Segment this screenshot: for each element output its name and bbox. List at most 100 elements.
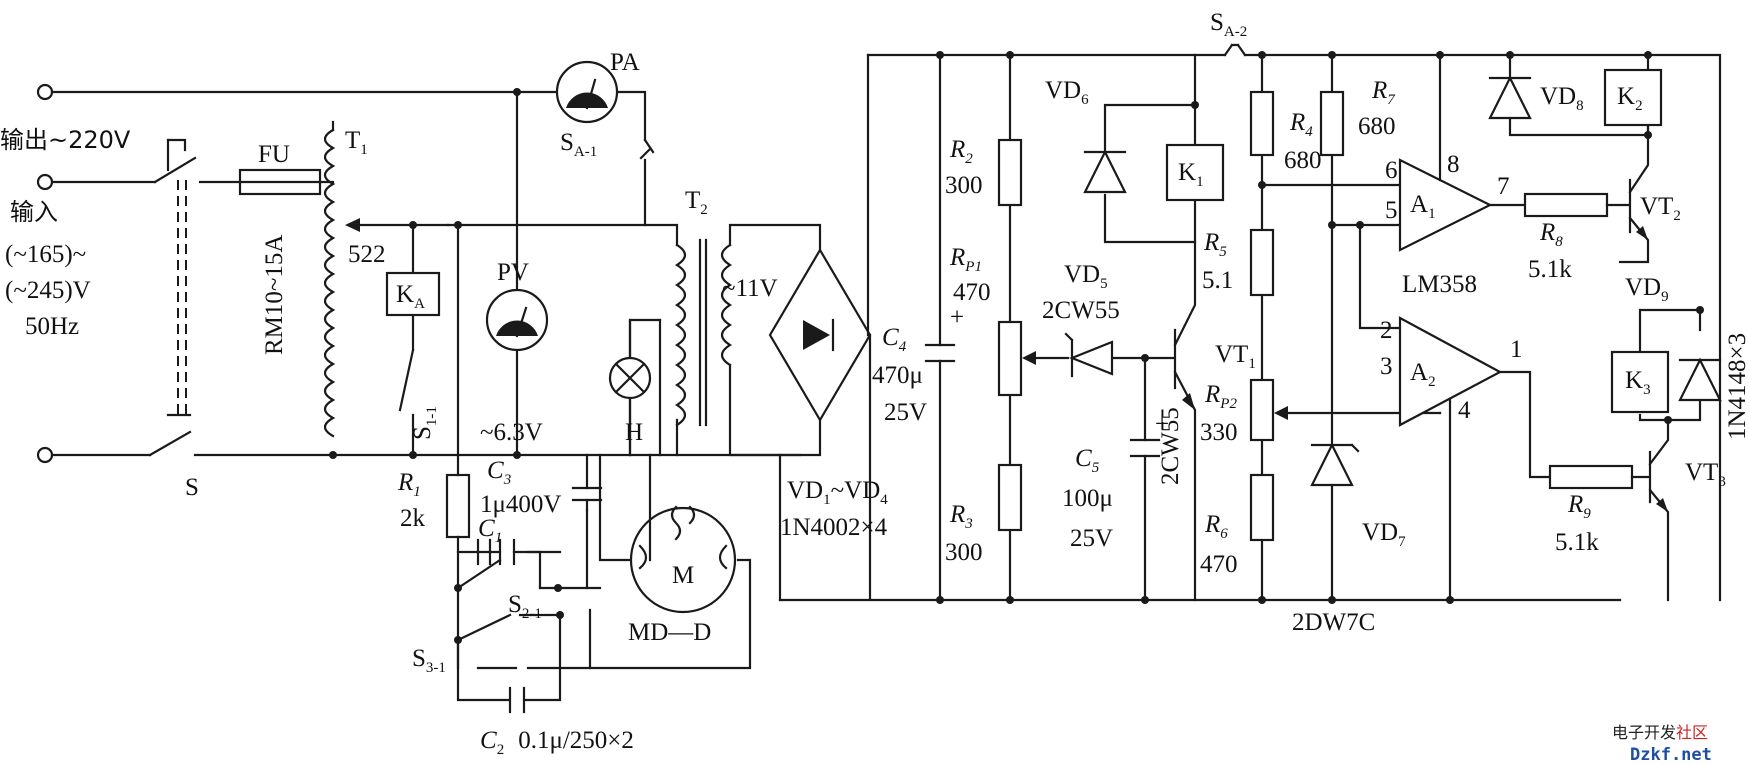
r7-label-sub: 7 <box>1387 92 1396 108</box>
vd9-label-name: VD <box>1625 274 1661 301</box>
input-frequency: 50Hz <box>25 313 79 340</box>
voltmeter-dial <box>485 288 549 352</box>
relay-k1-label-name: K <box>1178 159 1196 186</box>
r9-label-name: R <box>1567 491 1583 518</box>
ic-lm358-label: LM358 <box>1402 271 1477 298</box>
c2-wires <box>456 613 562 702</box>
r3-value-label: 300 <box>945 539 983 566</box>
c3-label-sub: 3 <box>503 472 512 488</box>
node <box>454 584 462 592</box>
terminal-output-bottom <box>36 173 54 191</box>
watermark-line2: Dzkf.net <box>1630 745 1712 764</box>
bridge-label-sub-b: 4 <box>880 492 888 508</box>
t2-secondary <box>720 243 733 367</box>
fuse-rating-label: RM10~15A <box>261 235 288 355</box>
r3-label: R3 <box>949 501 973 532</box>
c4-label-sub: 4 <box>899 339 907 355</box>
node <box>1644 131 1652 139</box>
r1-label-name: R <box>397 469 413 496</box>
watermark-line1-red: 社区 <box>1676 723 1708 742</box>
c2-value-label: 0.1μ/250×2 <box>518 727 634 754</box>
switch-s-contact-top <box>166 138 187 152</box>
resistor-r9 <box>1548 464 1634 490</box>
node <box>1191 101 1199 109</box>
t1-tap-arrow <box>345 218 360 232</box>
positive-rail <box>866 53 1722 602</box>
vd8-label-sub: 8 <box>1576 98 1584 114</box>
motor-leads <box>588 453 752 670</box>
ammeter-needle <box>585 78 597 110</box>
t1-label-sub: 1 <box>360 142 368 158</box>
switch-s1-1-label-sub: 1-1 <box>424 406 440 426</box>
r6-label-name: R <box>1204 511 1220 538</box>
rp1-wiper-arrow <box>1022 351 1036 365</box>
vd9-label: VD9 <box>1625 274 1669 305</box>
vt3-base <box>1630 450 1652 504</box>
output-voltage-label: 输出~220V <box>0 126 131 154</box>
vt2-emitter-arrow <box>1636 226 1648 240</box>
resistor-r1 <box>445 473 471 539</box>
motor-windings <box>638 544 728 570</box>
r5-label-sub: 5 <box>1219 244 1227 260</box>
relay-ka-label-name: K <box>396 281 414 308</box>
terminal-output-top <box>36 83 54 101</box>
r8-label-name: R <box>1539 219 1555 246</box>
vd9-label-sub: 9 <box>1661 289 1669 305</box>
node <box>513 451 521 459</box>
zener-vd7-bar <box>1310 443 1360 453</box>
node <box>1258 51 1266 59</box>
relay-k3-label-name: K <box>1625 367 1643 394</box>
s3-label: S3-1 <box>412 645 446 676</box>
vd5-part-label: 2CW55 <box>1042 297 1120 324</box>
c3-label-name: C <box>487 457 504 484</box>
r2-value-label: 300 <box>945 172 983 199</box>
c3-value-label: 1μ400V <box>480 491 561 518</box>
node <box>1506 51 1514 59</box>
node <box>1696 306 1704 314</box>
a1-pin7-label: 7 <box>1497 173 1510 200</box>
watermark-line1: 电子开发社区 <box>1612 723 1708 742</box>
relay-k1-label-sub: 1 <box>1196 174 1204 190</box>
vd9-part-label: 1N4148×3 <box>1724 333 1749 440</box>
zener-vd5-bar <box>1064 332 1074 378</box>
c1-label: C1 <box>478 515 502 546</box>
r1-label-sub: 1 <box>413 484 421 500</box>
vd6-label: VD6 <box>1045 77 1089 108</box>
switch-s <box>148 138 197 457</box>
r6-value-label: 470 <box>1200 551 1238 578</box>
switch-sa-1 <box>639 138 655 227</box>
potentiometer-rp1 <box>997 320 1023 397</box>
relay-k1-coil <box>1165 143 1225 202</box>
motor-model-label: MD—D <box>628 619 711 646</box>
motor-windings-top <box>670 505 696 541</box>
potentiometer-rp2 <box>1249 378 1275 442</box>
vt1-label: VT1 <box>1215 341 1256 372</box>
motor-md-d <box>588 453 752 670</box>
negative-rail <box>778 333 1622 602</box>
t1-tap-label: 522 <box>348 241 386 268</box>
vt1-label-sub: 1 <box>1248 356 1256 372</box>
ammeter-pointer-shade <box>566 92 608 108</box>
node <box>1328 221 1336 229</box>
relay-ka-label-sub: A <box>414 296 425 312</box>
diode-vd8 <box>1488 75 1532 120</box>
vd6-label-name: VD <box>1045 77 1081 104</box>
r7-vd7-wire <box>1330 53 1402 602</box>
r9-value-label: 5.1k <box>1555 529 1599 556</box>
switch-s3-1 <box>456 613 562 642</box>
a1-supply-output <box>1438 53 1527 207</box>
opamp-a1 <box>1398 158 1493 252</box>
switch-s1-1 <box>398 348 415 457</box>
t2-label: T2 <box>685 187 708 218</box>
lamp-to-motor <box>648 318 662 562</box>
rp1-label: RP1 <box>949 244 982 275</box>
vd6-label-sub: 6 <box>1081 92 1089 108</box>
node <box>1258 181 1266 189</box>
c4-polarity: + <box>950 304 964 331</box>
motor-symbol-label: M <box>672 562 694 589</box>
s3-label-name: S <box>412 645 426 672</box>
opamp-a1-label-sub: 1 <box>1428 206 1436 222</box>
transistor-vt3 <box>1648 418 1670 602</box>
node <box>1446 596 1454 604</box>
